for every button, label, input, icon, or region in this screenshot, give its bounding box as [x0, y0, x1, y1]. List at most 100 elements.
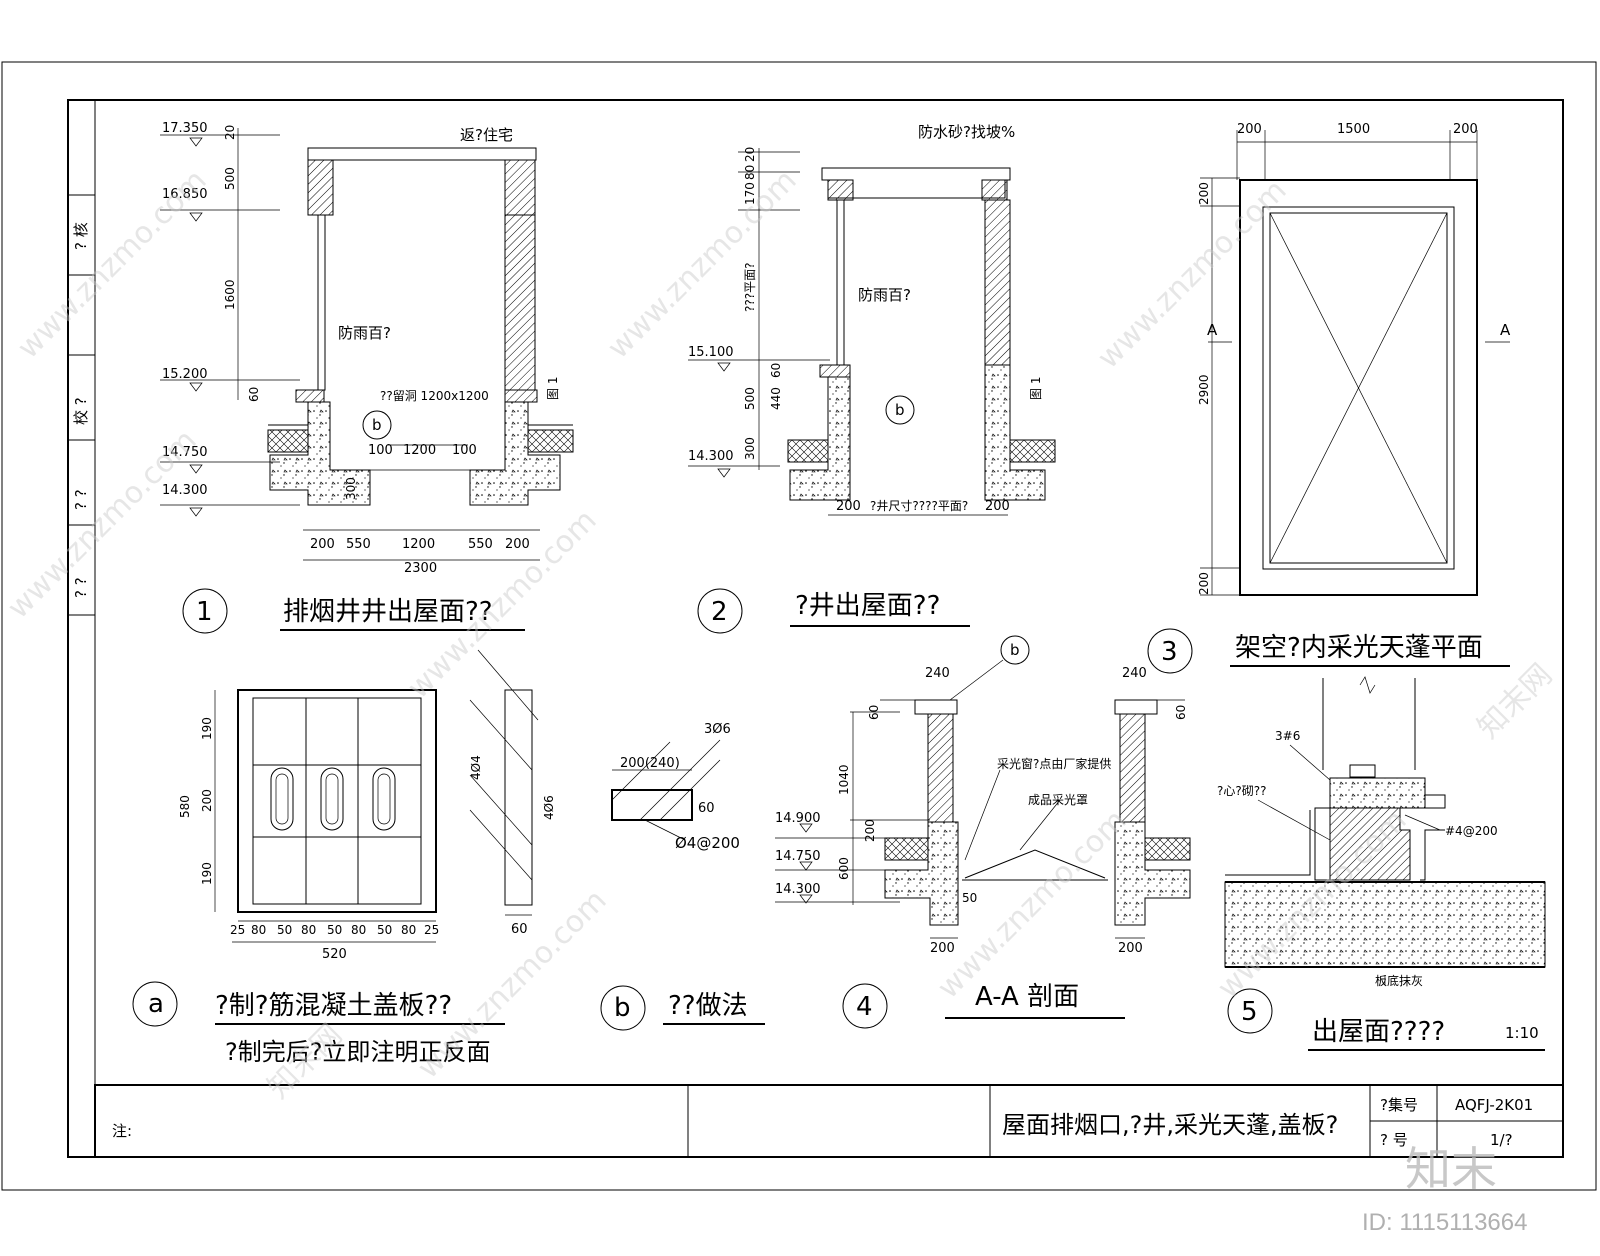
- db-stirrup: Ø4@200: [675, 834, 740, 852]
- d3-top-dim-2: 1500: [1337, 122, 1370, 137]
- da-hdim-6: 80: [351, 923, 366, 937]
- d3-side-dim-2: 2900: [1197, 374, 1211, 405]
- watermark-layer: www.znzmo.com www.znzmo.com www.znzmo.co…: [1, 163, 1559, 1236]
- d1-inner-dim-2: 1200: [403, 443, 436, 458]
- d5-rebar: 3#6: [1275, 729, 1300, 743]
- d2-bottom-dim-3: 200: [985, 499, 1010, 514]
- d2-vdim-8: 300: [743, 437, 757, 460]
- d4-vdim-3: 200: [863, 819, 877, 842]
- da-thickness: 60: [511, 922, 528, 937]
- d4-top-dim-2: 240: [1122, 666, 1147, 681]
- db-num: b: [614, 993, 631, 1023]
- d1-elev-5: 14.300: [162, 483, 208, 498]
- d4-vdim-2: 1040: [837, 764, 851, 795]
- d1-marker: [362, 410, 392, 440]
- d2-title: ?井出屋面??: [795, 591, 940, 621]
- d5-num-circle: [1227, 988, 1273, 1034]
- d2-num: 2: [711, 597, 728, 627]
- d4-num-circle: [842, 983, 888, 1029]
- db-rebar: 3Ø6: [704, 722, 731, 737]
- tb-page-label: ? 号: [1380, 1131, 1408, 1149]
- db-num-circle: [600, 985, 646, 1031]
- d5-title: 出屋面????: [1312, 1017, 1445, 1047]
- d2-vdim-7: 440: [769, 387, 783, 410]
- tb-note: 注:: [112, 1122, 132, 1140]
- d1-bottom-dim-1: 200: [310, 537, 335, 552]
- d2-vdim-6: 500: [743, 387, 757, 410]
- d2-louver: 防雨百?: [858, 286, 911, 304]
- d4-vdim-1: 60: [867, 705, 881, 720]
- d5-ceiling: 板底抹灰: [1375, 973, 1423, 988]
- d3-cut-right: A: [1500, 321, 1511, 339]
- detail-a-cover-slab: 190 200 190 580 25 80 50 80 50 80 50 80 …: [132, 649, 556, 1066]
- d3-title: 架空?内采光天蓬平面: [1235, 633, 1483, 663]
- d4-num: 4: [856, 992, 873, 1022]
- detail-1-smoke-shaft-section: 17.350 16.850 15.200 14.750 14.300 20 50…: [160, 121, 574, 634]
- d2-vdim-4: ???平面?: [743, 263, 757, 312]
- da-vdim-3: 190: [200, 862, 214, 885]
- detail-3-skylight-plan: 200 1500 200 200 2900 200 A A 3 架空?内采光天蓬…: [1147, 122, 1511, 674]
- detail-2-shaft-section: 15.100 14.300 20 80 170 ???平面? 60 500 44…: [688, 123, 1056, 634]
- d1-vdim-4: 60: [247, 387, 261, 402]
- wm-brand-1: 知末网: [1471, 657, 1559, 745]
- da-rebar-2: 4Ø6: [542, 795, 556, 820]
- d1-bottom-dim-4: 550: [468, 537, 493, 552]
- d2-vdim-1: 20: [743, 147, 757, 162]
- d2-vdim-5: 60: [769, 363, 783, 378]
- d4-vdim-4: 600: [837, 857, 851, 880]
- detail-4-section-a-a: 240 240 60 1040 200 600 60 14.900 14.750…: [775, 635, 1191, 1029]
- wm-1: www.znzmo.com: [11, 163, 214, 366]
- da-hdim-3: 50: [277, 923, 292, 937]
- d1-inner-dim-3: 100: [452, 443, 477, 458]
- d1-inner-dim-4: 300: [344, 477, 358, 500]
- wm-6: www.znzmo.com: [411, 883, 614, 1086]
- d1-louver: 防雨百?: [338, 324, 391, 342]
- d3-side-dim-3: 200: [1197, 572, 1211, 595]
- d3-side-dim-1: 200: [1197, 182, 1211, 205]
- sidebar-signature-column: ? 核 校 ? ? ? ? ?: [67, 100, 96, 1085]
- da-num-circle: [132, 981, 178, 1027]
- d1-elev-4: 14.750: [162, 445, 208, 460]
- d2-marker-text: b: [895, 401, 905, 419]
- d3-top-dim-3: 200: [1453, 122, 1478, 137]
- da-width: 520: [322, 947, 347, 962]
- d5-masonry: ?心?砌??: [1217, 784, 1266, 798]
- da-hdim-8: 80: [401, 923, 416, 937]
- title-block-content: 注: 屋面排烟口,?井,采光天蓬,盖板? ?集号 AQFJ-2K01 ? 号 1…: [112, 1085, 1563, 1157]
- d1-marker-text: b: [372, 416, 382, 434]
- db-width: 200(240): [620, 756, 680, 771]
- d4-top-dim-1: 240: [925, 666, 950, 681]
- d4-bottom-dim-3: 50: [962, 891, 977, 905]
- d4-vdim-5: 60: [1174, 705, 1188, 720]
- tb-page-no: 1/?: [1490, 1131, 1513, 1149]
- d2-slope: 图 1: [1029, 377, 1043, 400]
- d1-bottom-dim-3: 1200: [402, 537, 435, 552]
- da-hdim-1: 25: [230, 923, 245, 937]
- d1-vdim-1: 20: [223, 125, 237, 140]
- da-title: ?制?筋混凝土盖板??: [215, 991, 452, 1021]
- watermark-logo: 知末: [1405, 1142, 1497, 1196]
- da-vdim-1: 190: [200, 717, 214, 740]
- d1-opening: ??留洞 1200x1200: [380, 389, 489, 403]
- tb-atlas-label: ?集号: [1380, 1096, 1418, 1114]
- d1-slope: 图 1: [546, 377, 560, 400]
- d2-top-note: 防水砂?找坡%: [918, 123, 1015, 141]
- detail-5-curb-detail: 3#6 ?心?砌?? #4@200 板底抹灰 5 出屋面???? 1:10: [1217, 676, 1546, 1051]
- d1-total: 2300: [404, 561, 437, 576]
- d3-num: 3: [1161, 637, 1178, 667]
- detail-b-lintel: 3Ø6 200(240) 60 Ø4@200 b ??做法: [600, 722, 765, 1031]
- d2-elev-2: 14.300: [688, 449, 734, 464]
- da-hdim-4: 80: [301, 923, 316, 937]
- da-subtitle: ?制完后?立即注明正反面: [225, 1038, 490, 1066]
- d1-num-circle: [182, 588, 228, 634]
- da-hdim-9: 25: [424, 923, 439, 937]
- d5-stirrup: #4@200: [1445, 824, 1498, 838]
- d3-top-dim-1: 200: [1237, 122, 1262, 137]
- sidebar-design: ? ?: [72, 489, 90, 510]
- da-num: a: [148, 989, 164, 1019]
- da-rebar-1: 4Ø4: [469, 755, 483, 780]
- d1-bottom-dim-5: 200: [505, 537, 530, 552]
- tb-drawing-title: 屋面排烟口,?井,采光天蓬,盖板?: [1002, 1111, 1338, 1139]
- d1-top-note: 返?住宅: [460, 126, 513, 144]
- d4-elev-2: 14.750: [775, 849, 821, 864]
